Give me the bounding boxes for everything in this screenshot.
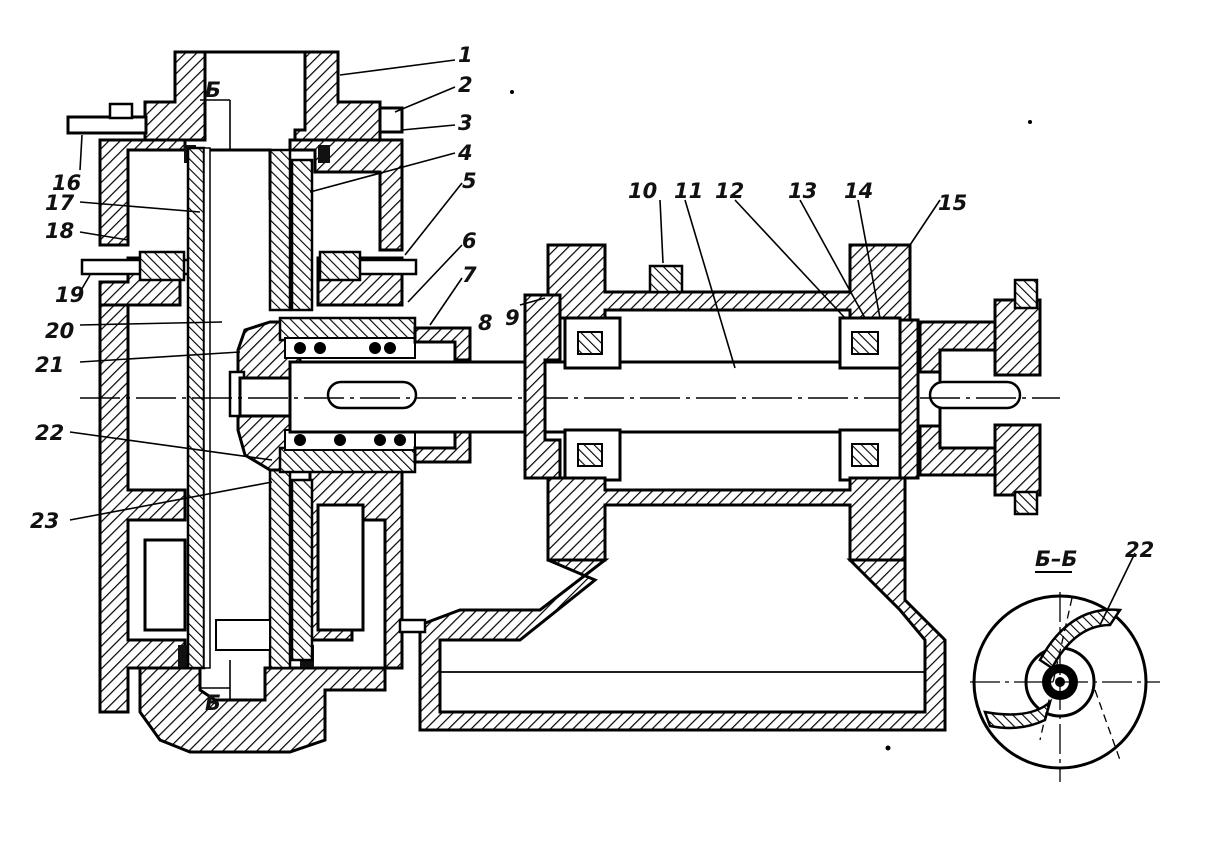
section-mark-bottom: Б <box>205 691 221 715</box>
callout-20: 20 <box>45 319 74 343</box>
casing-left-wall <box>98 138 187 247</box>
callout-9: 9 <box>505 306 520 330</box>
callout-8: 8 <box>478 311 493 335</box>
section-callout-22: 22 <box>1125 538 1154 562</box>
callout-23: 23 <box>30 509 59 533</box>
callout-3: 3 <box>458 111 473 135</box>
callout-11: 11 <box>674 179 703 203</box>
callout-21: 21 <box>35 353 64 377</box>
casing-bottom <box>138 666 387 754</box>
callout-22: 22 <box>35 421 64 445</box>
callout-2: 2 <box>458 73 473 97</box>
oil-plug-10 <box>648 264 684 294</box>
gland-8 <box>413 326 472 362</box>
section-title: Б–Б <box>1035 547 1078 571</box>
coupling-half <box>918 278 1042 516</box>
callout-15: 15 <box>938 191 967 215</box>
pedestal-base <box>398 558 947 732</box>
callout-6: 6 <box>462 229 477 253</box>
bolt-2 <box>378 106 404 134</box>
callout-7: 7 <box>462 263 477 287</box>
pump-housing <box>66 50 472 754</box>
callout-19: 19 <box>55 283 84 307</box>
end-cap-9 <box>523 293 562 480</box>
callout-labels: 1 2 3 4 5 6 7 8 9 10 11 12 13 14 15 16 1… <box>30 43 1154 715</box>
callout-4: 4 <box>457 141 473 165</box>
callout-16: 16 <box>52 171 81 195</box>
discharge-flange-right <box>293 50 382 142</box>
callout-5: 5 <box>462 169 477 193</box>
callout-17: 17 <box>45 191 75 215</box>
bearing-housing <box>523 243 920 562</box>
casing-left-lower <box>98 303 187 714</box>
callout-14: 14 <box>844 179 873 203</box>
callout-1: 1 <box>458 43 473 67</box>
impeller-disc-17 <box>186 146 206 670</box>
section-mark-top: Б <box>205 78 221 102</box>
shaft-key-right <box>928 380 1022 410</box>
end-cap-15 <box>898 318 920 480</box>
section-view <box>970 571 1160 782</box>
pump-shaft <box>80 360 1060 434</box>
bolt-16 <box>66 115 148 135</box>
leader-lines <box>69 59 1136 700</box>
callout-12: 12 <box>715 179 744 203</box>
callout-10: 10 <box>628 179 657 203</box>
callout-13: 13 <box>788 179 817 203</box>
shaft-key-left <box>326 380 418 410</box>
callout-18: 18 <box>45 219 74 243</box>
casing-right-upper <box>288 138 404 252</box>
impeller-plate-4 <box>268 148 292 312</box>
discharge-flange-left <box>143 50 207 142</box>
